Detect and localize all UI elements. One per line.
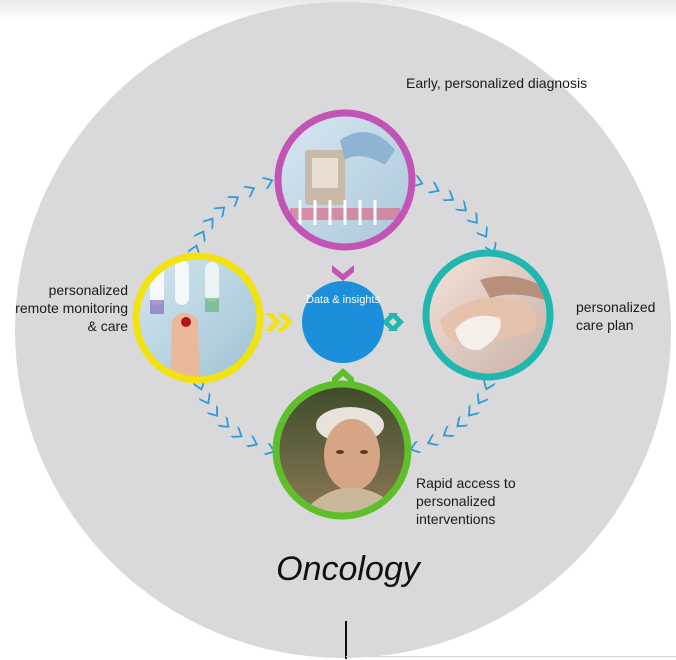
node-right-label: personalized care plan xyxy=(576,299,656,333)
node-top-label: Early, personalized diagnosis xyxy=(406,75,588,91)
flow-arrow-chevron xyxy=(411,174,424,188)
flow-arrow-chevron xyxy=(441,189,455,202)
flow-arrow-chevron xyxy=(213,206,226,219)
node-left-image xyxy=(136,256,260,380)
connector-left-chevron-2 xyxy=(277,313,293,331)
connector-left-chevron xyxy=(265,313,281,331)
flow-arrow-chevron xyxy=(242,185,256,198)
flow-arrow-chevron xyxy=(198,392,211,405)
connector-bottom-chevron xyxy=(332,368,354,386)
flow-arrow-chevron xyxy=(187,244,201,257)
node-bottom-ring xyxy=(272,380,412,520)
center-disc xyxy=(302,281,384,363)
node-right-ring xyxy=(422,249,554,381)
flow-arrow-chevron xyxy=(206,404,219,417)
flow-arrow-chevron xyxy=(427,181,440,194)
node-top-ring xyxy=(274,109,416,251)
flow-arrow-chevron xyxy=(476,225,488,238)
center-connectors xyxy=(265,265,404,386)
flow-arrow-chevron xyxy=(217,416,230,428)
flow-arrow-chevron xyxy=(476,391,489,405)
flow-arrow-chevron xyxy=(201,217,214,231)
flow-arrow-chevron xyxy=(426,433,440,446)
flow-arrow-chevron xyxy=(192,378,206,391)
connector-right-chevron xyxy=(382,313,398,331)
node-left-ring xyxy=(132,252,264,384)
flow-arrow-chevron xyxy=(456,415,469,428)
flow-arrow-chevron xyxy=(261,177,274,190)
flow-arrow-chevron xyxy=(483,378,496,391)
flow-arrow-chevron xyxy=(409,440,422,454)
flow-arrow-chevron xyxy=(454,199,467,212)
connector-top-chevron xyxy=(332,265,354,281)
flow-arrow-chevron xyxy=(245,434,259,448)
node-top-image xyxy=(278,113,412,247)
bottom-rule xyxy=(346,656,676,657)
pointer-line xyxy=(345,621,347,659)
flow-arrow-chevron xyxy=(468,404,480,417)
flow-arrow-chevron xyxy=(442,425,456,438)
flow-arrow-chevron xyxy=(230,426,243,438)
connector-right-chevron-2 xyxy=(388,313,404,331)
node-left-label: personalized remote monitoring & care xyxy=(15,282,128,334)
flow-arrows xyxy=(187,174,497,455)
flow-arrow-chevron xyxy=(466,211,478,224)
node-right-image xyxy=(426,253,550,377)
diagram-title: Oncology xyxy=(276,550,420,588)
flow-arrow-chevron xyxy=(193,230,206,243)
node-bottom-label: Rapid access to personalized interventio… xyxy=(416,475,516,527)
flow-arrow-chevron xyxy=(226,196,240,208)
center-label: Data & insights xyxy=(306,294,380,306)
